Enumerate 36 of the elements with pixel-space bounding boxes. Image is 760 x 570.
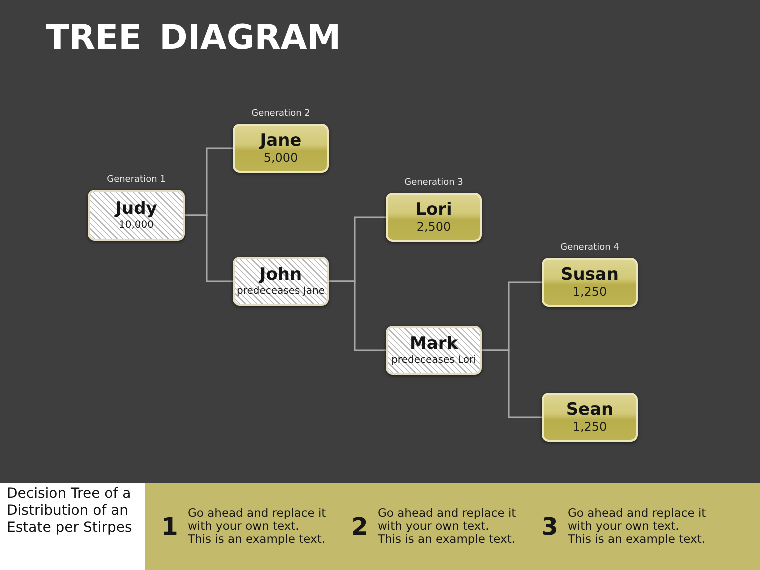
member-detail: 5,000: [264, 151, 298, 166]
connector-line: [482, 350, 542, 418]
member-box: [542, 258, 638, 307]
member-name: Lori: [416, 200, 452, 220]
member-box: [386, 193, 482, 242]
connector-line: [185, 214, 233, 282]
member-name: John: [260, 265, 302, 285]
step-number: 3: [540, 512, 560, 540]
step-text: Go ahead and replace it with your own text. This is an example text.: [568, 507, 708, 546]
member-name: Judy: [116, 199, 158, 219]
step-text: Go ahead and replace it with your own text. This is an example text.: [188, 507, 328, 546]
member-name: Sean: [566, 400, 614, 420]
member-detail: 1,250: [572, 420, 608, 435]
caption-text: Decision Tree of a Distribution of an Estate per Stirpes: [7, 486, 134, 537]
step-number: 1: [160, 512, 180, 540]
generation-label: Generation 2: [250, 109, 312, 120]
generation-label: Generation 3: [404, 178, 464, 189]
step-number: 2: [350, 512, 370, 540]
hatched-member-box: [386, 326, 482, 375]
step-text: Go ahead and replace it with your own text. This is an example text.: [378, 507, 518, 546]
hatched-member-box: [88, 190, 185, 241]
connector-line: [329, 280, 386, 352]
member-box: [542, 393, 638, 442]
member-detail: 2,500: [416, 220, 452, 235]
member-name: Susan: [560, 265, 620, 285]
diagram-title: TREE DIAGRAM: [46, 18, 342, 58]
generation-label: Generation 4: [560, 243, 620, 254]
member-box: [233, 124, 329, 173]
member-detail: 10,000: [119, 219, 154, 232]
member-detail: 1,250: [572, 285, 608, 300]
member-name: Jane: [260, 131, 302, 151]
member-detail: predeceases Lori: [392, 354, 476, 367]
member-name: Mark: [410, 334, 458, 354]
hatched-member-box: [233, 257, 329, 306]
generation-label: Generation 1: [106, 175, 167, 186]
member-detail: predeceases Jane: [237, 285, 325, 298]
